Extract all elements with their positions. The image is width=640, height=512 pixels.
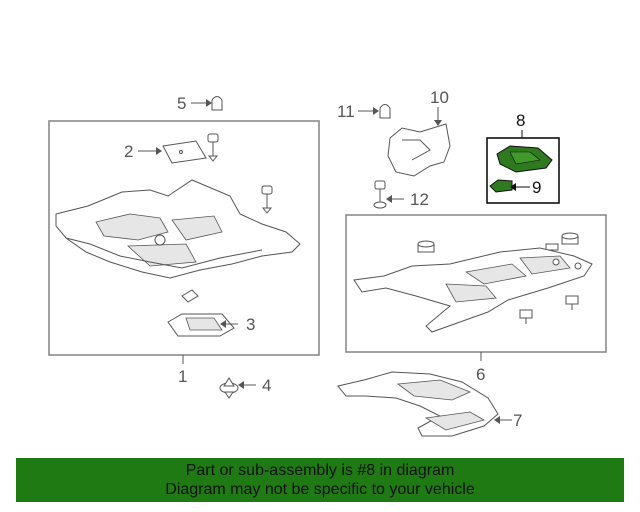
clip-6a <box>417 240 435 253</box>
cover-7-recess-a <box>396 379 472 401</box>
arrow-12 <box>386 195 392 203</box>
arrow-7 <box>494 416 500 424</box>
shield-10 <box>387 123 451 177</box>
arrow-11 <box>373 107 379 115</box>
callout-2: 2 <box>124 142 133 161</box>
callout-10: 10 <box>430 88 449 107</box>
callout-12: 12 <box>410 190 429 209</box>
cover-7 <box>337 371 499 437</box>
callout-5: 5 <box>177 94 186 113</box>
cover-6-recess-a <box>464 263 527 285</box>
clip-11 <box>379 104 391 119</box>
clip-6c <box>565 295 579 310</box>
clip-6e <box>545 243 559 251</box>
arrow-5 <box>206 99 212 107</box>
cover-1-hole <box>154 234 166 246</box>
callout-7: 7 <box>513 411 522 430</box>
clip-4 <box>219 377 239 399</box>
callout-1: 1 <box>178 367 187 386</box>
cover-1-recess-a <box>95 213 169 241</box>
part-3-detail <box>185 317 223 331</box>
cover-6-hole-a <box>552 258 560 266</box>
part-9-highlighted <box>489 179 513 193</box>
banner-line-1: Part or sub-assembly is #8 in diagram <box>185 462 455 479</box>
cover-7-recess-b <box>424 411 486 431</box>
part-8-detail <box>509 151 541 165</box>
cover-tab <box>181 289 199 303</box>
banner-line-2: Diagram may not be specific to your vehi… <box>165 481 475 498</box>
arrow-2 <box>156 147 162 155</box>
part-8-box <box>486 137 560 204</box>
assembly-1-box <box>48 120 320 356</box>
callout-9: 9 <box>532 178 541 197</box>
bolt-upper <box>207 133 219 162</box>
clip-6b <box>561 232 579 245</box>
callout-11: 11 <box>337 102 355 121</box>
arrow-9 <box>510 183 516 191</box>
assembly-6-box <box>345 214 607 353</box>
callout-4: 4 <box>262 376 271 395</box>
cover-1-edge <box>65 237 263 269</box>
cover-6-recess-c <box>445 283 497 303</box>
arrow-4 <box>238 381 244 389</box>
bracket-2-hole <box>179 150 183 154</box>
callout-3: 3 <box>246 315 255 334</box>
arrow-10 <box>434 120 442 126</box>
bolt-right <box>261 185 273 214</box>
bolt-12 <box>373 180 387 209</box>
callout-6: 6 <box>476 365 485 384</box>
callout-8: 8 <box>516 111 525 130</box>
shield-10-fold <box>402 139 431 161</box>
clip-6d <box>519 309 533 324</box>
arrow-3 <box>220 320 226 328</box>
bracket-2 <box>162 140 207 164</box>
clip-5 <box>211 96 223 111</box>
cover-1-recess-b <box>171 215 223 241</box>
info-banner: Part or sub-assembly is #8 in diagram Di… <box>16 458 624 502</box>
cover-6-hole-b <box>574 262 582 270</box>
